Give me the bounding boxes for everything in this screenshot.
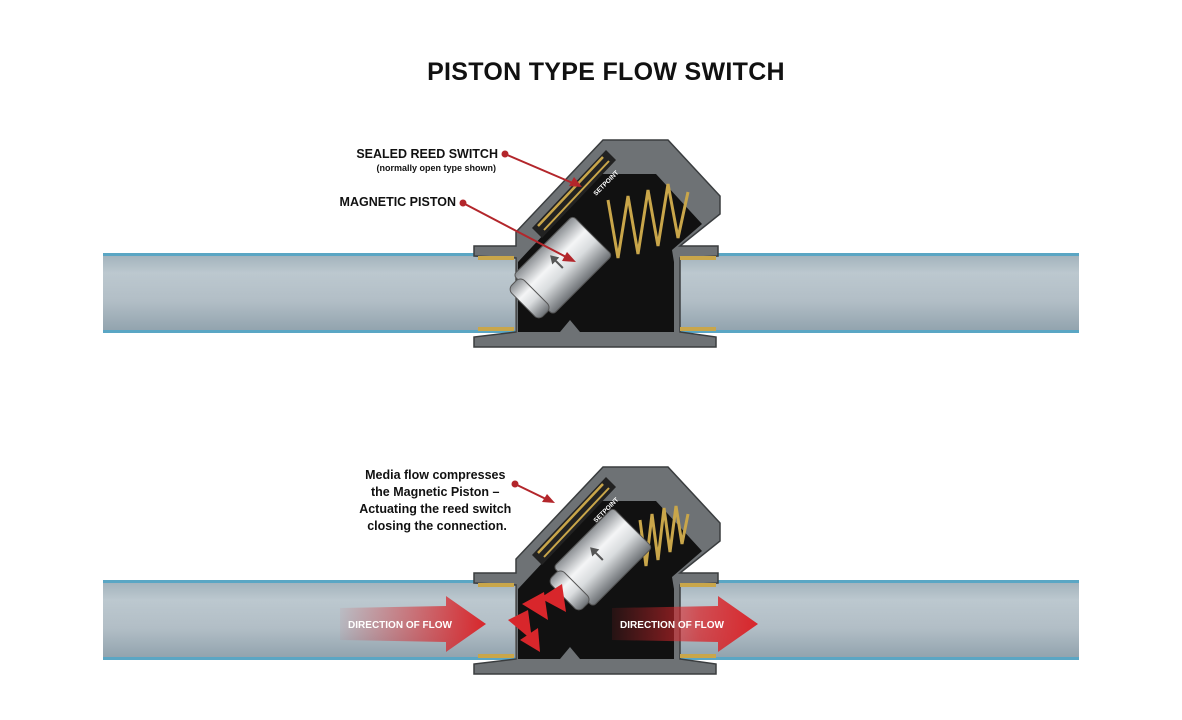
bottom-flow-switch: SETPOINT Media flow compresses the Magne… bbox=[103, 466, 1079, 675]
flow-caption: Media flow compresses the Magnetic Pisto… bbox=[359, 468, 515, 533]
top-flow-switch: SETPOINT SEALED REED SWITCH (normally op… bbox=[103, 139, 1079, 348]
flow-arrow-right bbox=[612, 596, 758, 652]
diagram-title: PISTON TYPE FLOW SWITCH bbox=[427, 58, 785, 86]
label-magnetic-piston: MAGNETIC PISTON bbox=[340, 195, 456, 209]
flow-label-right: DIRECTION OF FLOW bbox=[620, 620, 724, 631]
caption-line-3: Actuating the reed switch bbox=[359, 502, 511, 516]
spring-top bbox=[606, 183, 690, 259]
caption-line-2: the Magnetic Piston – bbox=[371, 485, 500, 499]
leader-reed-switch bbox=[501, 150, 582, 187]
caption-line-4: closing the connection. bbox=[367, 519, 507, 533]
switch-body-top: SETPOINT bbox=[473, 139, 721, 348]
label-reed-switch-note: (normally open type shown) bbox=[376, 163, 496, 173]
flow-label-left: DIRECTION OF FLOW bbox=[348, 620, 452, 631]
caption-line-1: Media flow compresses bbox=[365, 468, 505, 482]
leader-magnetic-piston bbox=[459, 199, 576, 262]
flow-arrow-left bbox=[340, 596, 486, 652]
flow-arrows-internal bbox=[508, 584, 566, 652]
reed-switch-bottom bbox=[537, 483, 604, 554]
pipe-right-top bbox=[678, 253, 1079, 333]
reed-switch-top bbox=[537, 156, 604, 227]
label-sealed-reed-switch: SEALED REED SWITCH bbox=[356, 147, 498, 161]
pipe-left-top bbox=[103, 253, 515, 333]
leader-caption bbox=[511, 480, 555, 503]
